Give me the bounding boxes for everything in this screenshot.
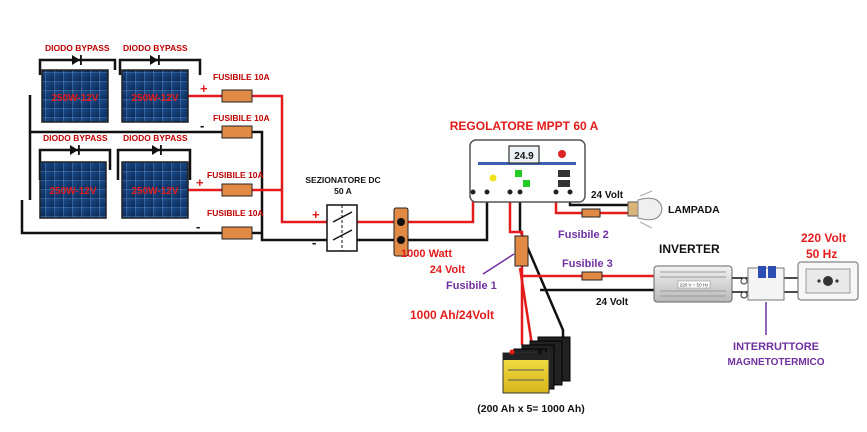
plus-sign: + [200, 81, 208, 96]
breaker-label-line2: magnetotermico [727, 357, 824, 368]
fuse-1-pointer [482, 253, 515, 275]
lamp-label: LAMPADA [668, 204, 720, 216]
inverter-device-label: 220 V ~ 50 Hz [680, 283, 709, 288]
fuse-label: FUSIBILE 10A [207, 170, 264, 180]
isolator-label-line2: 50 A [334, 186, 352, 196]
bypass-diode-label: DIODO BYPASS [43, 133, 108, 143]
fuse-label: FUSIBILE 10A [213, 72, 270, 82]
fuse-icon[interactable] [221, 89, 253, 103]
bypass-diode-labels: DIODO BYPASS DIODO BYPASS DIODO BYPASS D… [43, 43, 188, 143]
battery-fuse-icon[interactable] [514, 235, 529, 267]
panel-rating-label: 250W-12V [131, 93, 178, 104]
terminal-block [393, 207, 409, 257]
bypass-diode-icon [70, 55, 162, 155]
regulator-title: REGOLATORE MPPT 60 A [450, 119, 599, 133]
lamp-fuse-icon[interactable] [581, 208, 601, 218]
string-fuses [221, 89, 253, 240]
plus-sign: + [312, 207, 320, 222]
inverter-fuse-label: Fusibile 3 [562, 258, 613, 270]
inverter-title: INVERTER [659, 242, 720, 256]
battery-cell [502, 352, 550, 394]
fuse-icon[interactable] [221, 226, 253, 240]
minus-sign: - [312, 235, 316, 250]
battery-terminals [509, 349, 543, 355]
system-voltage-label: 24 Volt [430, 264, 466, 276]
output-frequency-label: 50 Hz [806, 247, 837, 261]
bypass-diode-label: DIODO BYPASS [123, 133, 188, 143]
inverter-fuse-icon[interactable] [581, 271, 603, 281]
regulator-terminals [470, 189, 573, 195]
circuit-breaker[interactable] [740, 266, 785, 301]
battery-fuse-label: Fusibile 1 [446, 280, 497, 292]
battery-capacity-label: 1000 Ah/24Volt [410, 308, 494, 322]
panel-rating-label: 250W-12V [49, 186, 96, 197]
panel-rating-label: 250W-12V [131, 186, 178, 197]
battery-calculation-label: (200 Ah x 5= 1000 Ah) [477, 403, 584, 415]
bypass-diode-label: DIODO BYPASS [45, 43, 110, 53]
fuse-label: FUSIBILE 10A [207, 208, 264, 218]
breaker-label-line1: Interruttore [733, 341, 819, 353]
isolator-label-line1: SEZIONATORE DC [305, 175, 380, 185]
panel-rating-label: 250W-12V [51, 93, 98, 104]
wall-socket[interactable] [797, 261, 859, 301]
output-voltage-label: 220 Volt [801, 231, 846, 245]
fuse-label: FUSIBILE 10A [213, 113, 270, 123]
minus-sign: - [196, 219, 200, 234]
solar-panel-bottom-right[interactable]: 250W-12V [121, 161, 189, 219]
lamp-icon[interactable] [627, 190, 663, 229]
solar-panel-top-right[interactable]: 250W-12V [121, 69, 189, 123]
fuse-labels: FUSIBILE 10A FUSIBILE 10A FUSIBILE 10A F… [207, 72, 270, 218]
lamp-fuse-label: Fusibile 2 [558, 229, 609, 241]
inverter-device[interactable]: 220 V ~ 50 Hz [653, 265, 733, 303]
battery-bank[interactable] [502, 336, 571, 394]
inverter-voltage-label: 24 Volt [596, 297, 629, 308]
plus-sign: + [196, 175, 204, 190]
lamp-voltage-label: 24 Volt [591, 190, 624, 201]
solar-panel-bottom-left[interactable]: 250W-12V [39, 161, 107, 219]
bypass-diode-label: DIODO BYPASS [123, 43, 188, 53]
polarity-marks: + - + - + - [196, 81, 320, 250]
regulator-display: 24.9 [514, 151, 534, 162]
mppt-regulator[interactable]: 24.9 [469, 139, 586, 203]
minus-sign: - [200, 118, 204, 133]
dc-isolator-switch[interactable] [326, 204, 358, 252]
fuse-icon[interactable] [221, 183, 253, 197]
system-power-label: 1000 Watt [401, 248, 452, 260]
fuse-icon[interactable] [221, 125, 253, 139]
solar-panel-top-left[interactable]: 250W-12V [41, 69, 109, 123]
